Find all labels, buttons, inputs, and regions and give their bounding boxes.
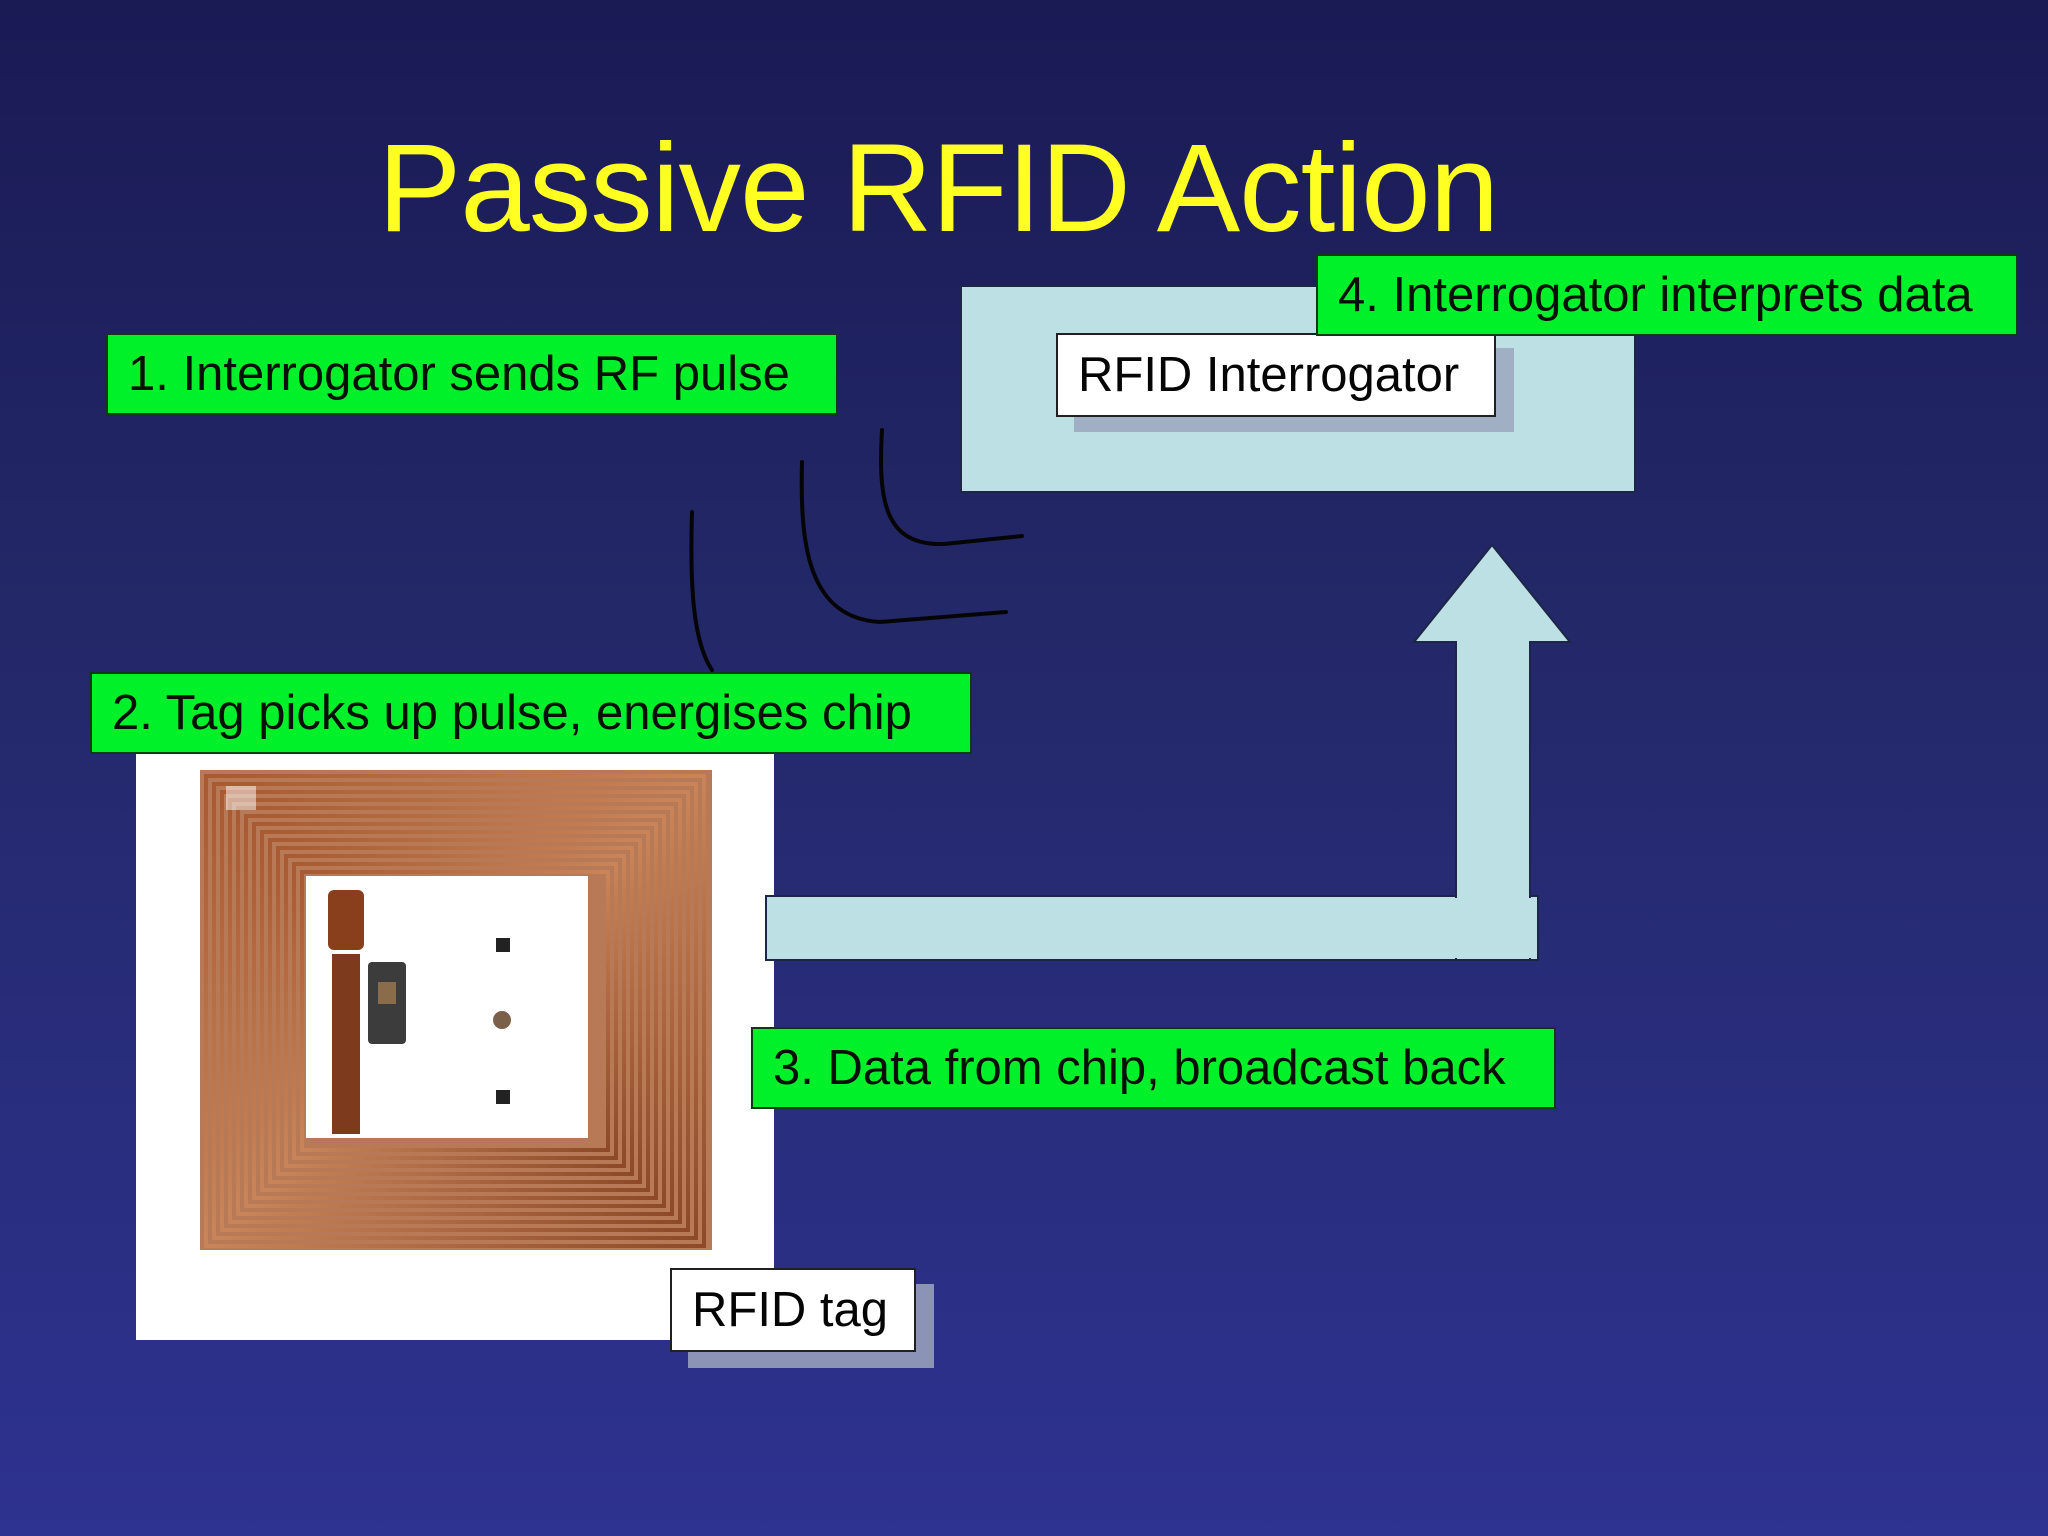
coil-ring [236, 806, 674, 1216]
coil-ring [260, 830, 650, 1192]
interrogator-label: RFID Interrogator [1056, 333, 1496, 417]
step-3-label: 3. Data from chip, broadcast back [751, 1027, 1556, 1109]
slide-title: Passive RFID Action [377, 119, 1499, 258]
tag-label: RFID tag [670, 1268, 916, 1352]
coil-ring [268, 838, 642, 1184]
rfid-tag-image [136, 750, 774, 1340]
step-1-label: 1. Interrogator sends RF pulse [106, 333, 838, 415]
coil-ring [244, 814, 666, 1208]
step-4-label: 4. Interrogator interprets data [1316, 254, 2018, 336]
rf-wave-arcs [689, 428, 1024, 672]
return-arrow-up [765, 895, 1539, 961]
coil-ring [300, 870, 610, 1152]
coil-ring [228, 798, 682, 1224]
coil-ring [204, 774, 706, 1248]
coil-ring [284, 854, 626, 1168]
coil-ring [212, 782, 698, 1240]
coil-ring [220, 790, 690, 1232]
coil-ring [276, 846, 634, 1176]
rfid-tag-coil-icon [200, 770, 712, 1250]
coil-ring [252, 822, 658, 1200]
coil-ring [292, 862, 618, 1160]
step-2-label: 2. Tag picks up pulse, energises chip [90, 672, 972, 754]
